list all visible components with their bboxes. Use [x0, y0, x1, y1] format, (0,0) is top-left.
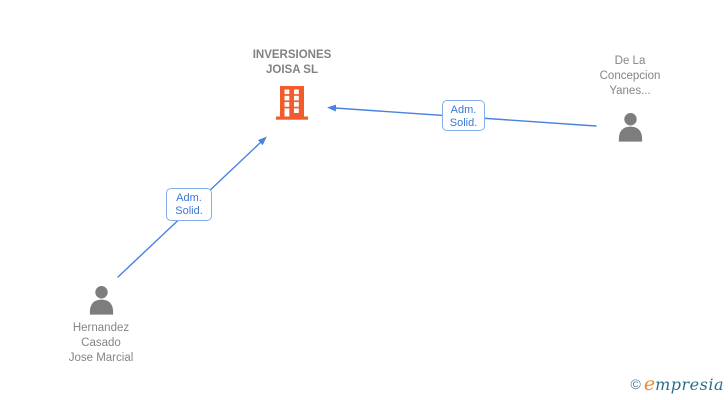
edge-label-line: Adm. — [450, 104, 477, 116]
edge-label-adm-solid: Adm. Solid. — [166, 188, 212, 221]
building-icon[interactable] — [276, 86, 308, 125]
person-name-left[interactable]: Hernandez Casado Jose Marcial — [31, 321, 171, 366]
person-name-line: Hernandez — [72, 322, 130, 334]
person-name-line: De La — [614, 55, 646, 67]
company-name-line2: JOISA SL — [266, 64, 318, 76]
logo-brand-text: mpresia — [655, 375, 724, 394]
person-name-line: Jose Marcial — [68, 352, 134, 364]
person-icon[interactable] — [86, 285, 117, 320]
person-name-line: Concepcion — [599, 70, 661, 82]
person-name-line: Yanes... — [609, 85, 651, 97]
empresia-logo[interactable]: ©empresia — [631, 373, 724, 395]
edge-label-adm-solid: Adm. Solid. — [442, 100, 485, 131]
person-name-right[interactable]: De La Concepcion Yanes... — [560, 54, 700, 99]
edge-label-line: Adm. — [176, 192, 202, 204]
company-name-line1: INVERSIONES — [252, 49, 332, 61]
logo-brand-initial: e — [643, 373, 656, 395]
edge-label-line: Solid. — [175, 205, 203, 217]
edge-label-line: Solid. — [449, 117, 478, 129]
person-name-line: Casado — [81, 337, 121, 349]
copyright-icon: © — [630, 376, 641, 392]
company-name[interactable]: INVERSIONES JOISA SL — [212, 48, 372, 78]
person-icon[interactable] — [615, 112, 646, 147]
